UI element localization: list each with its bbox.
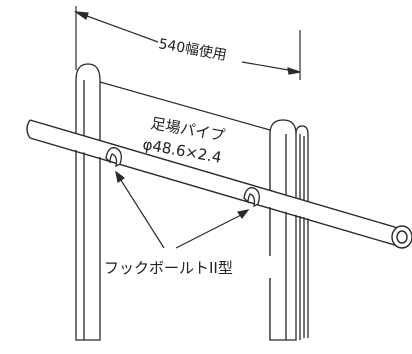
hook-bolt-label-bg [102,256,278,278]
left-panel [75,63,101,341]
width-usage-label: 540幅使用 [157,35,228,64]
leader-lines [115,170,250,249]
scaffold-pipe [26,119,412,249]
hook-bolt-right [243,187,260,208]
hook-bolt-left [105,147,122,168]
hook-bolt-label: フックボールトII型 [104,259,233,277]
dimension-line [73,6,301,80]
right-panel [269,119,309,341]
